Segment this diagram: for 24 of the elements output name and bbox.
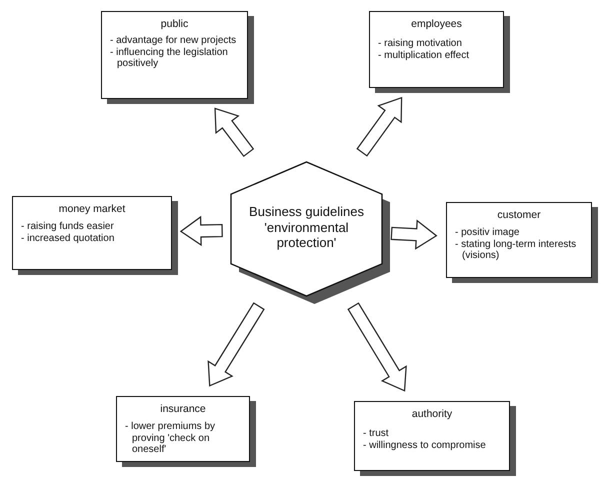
box-heading: public — [160, 18, 190, 30]
bullet-text: - willingness to compromise — [363, 440, 487, 451]
box-heading: money market — [58, 203, 126, 215]
bullet-text: - influencing the legislation positively — [110, 46, 229, 70]
block-arrow — [180, 216, 223, 246]
bullet-text: - raising funds easier — [21, 221, 115, 232]
hexagon-text: Business guidelines 'environmental protection' — [248, 204, 365, 251]
bullet-text: - stating long-term interests (visions) — [455, 238, 578, 262]
bullet-text: - trust — [363, 428, 390, 440]
box-heading: employees — [410, 18, 463, 30]
bullet-text: - lower premiums by proving 'check on oneself' — [125, 421, 216, 456]
bullet-text: - increased quotation — [21, 232, 116, 244]
box-heading: customer — [496, 209, 542, 221]
bullet-text: - advantage for new projects — [110, 35, 238, 46]
bullet-text: - multiplication effect — [378, 50, 470, 61]
block-arrow — [214, 108, 254, 158]
box-heading: insurance — [159, 403, 207, 415]
block-arrow — [208, 302, 265, 387]
block-arrow — [356, 96, 402, 157]
box-heading: authority — [410, 408, 454, 420]
bullet-text: - positiv image — [455, 227, 520, 238]
block-arrow — [347, 302, 407, 392]
block-arrow — [390, 220, 438, 250]
bullet-text: - raising motivation — [378, 38, 463, 50]
